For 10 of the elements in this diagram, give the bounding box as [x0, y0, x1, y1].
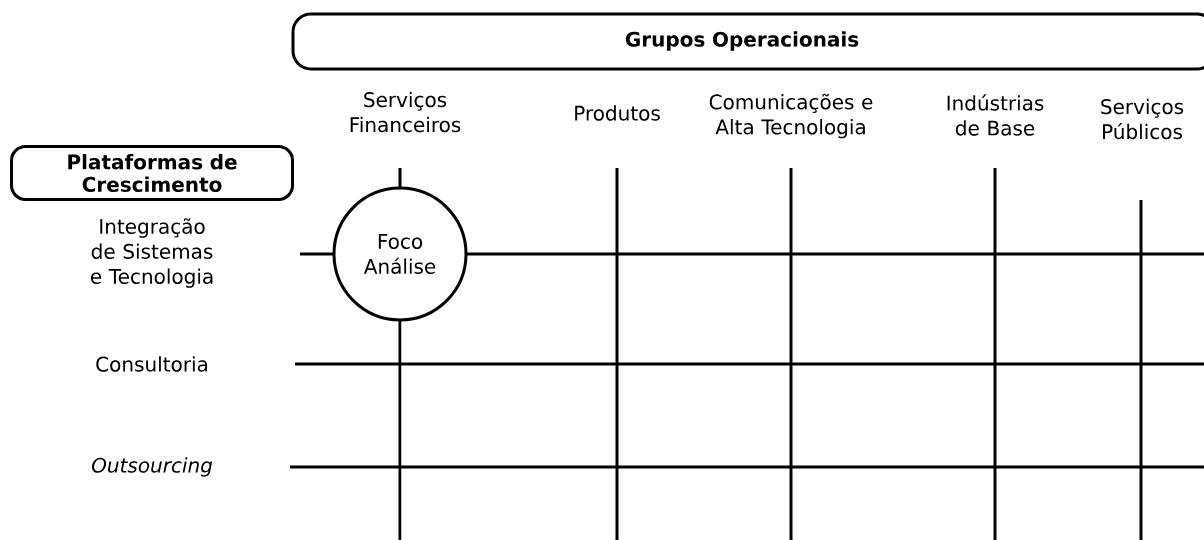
- header-box: Plataformas de Crescimento: [10, 145, 294, 201]
- column-heading: Indústrias de Base: [947, 94, 1044, 136]
- row-heading: Outsourcing: [91, 457, 213, 477]
- column-heading: Produtos: [575, 105, 660, 121]
- column-heading: Comunicações e Alta Tecnologia: [709, 93, 873, 139]
- row-heading: Consultoria: [96, 356, 208, 372]
- header-box: Grupos Operacionais: [291, 12, 1204, 71]
- column-heading: Serviços Públicos: [1101, 98, 1184, 140]
- row-heading: Integração de Sistemas e Tecnologia: [90, 218, 213, 288]
- column-heading: Serviços Financeiros: [350, 91, 461, 133]
